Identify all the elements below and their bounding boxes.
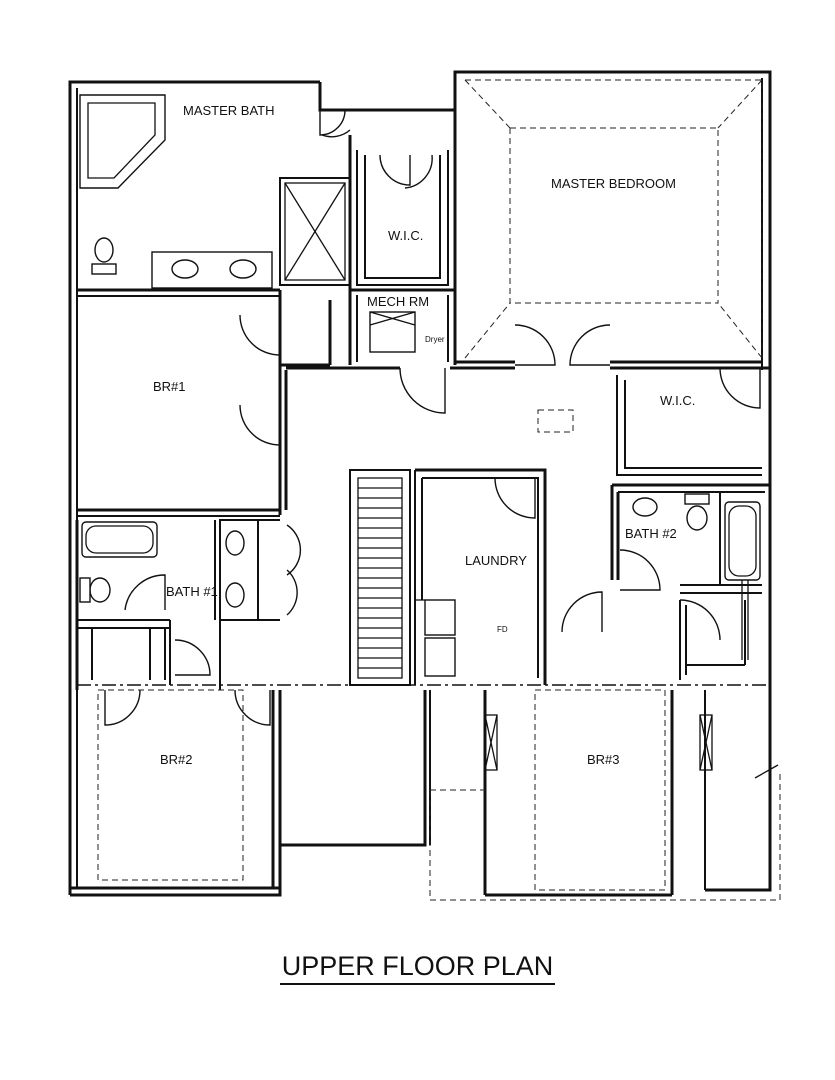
interior-walls <box>75 110 779 890</box>
dashed-lines <box>97 79 781 901</box>
room-label-bath1: BATH #1 <box>166 584 218 599</box>
tag-fd: FD <box>497 625 508 634</box>
doors <box>104 109 761 726</box>
room-label-wic-2: W.I.C. <box>660 393 695 408</box>
room-label-master-bath: MASTER BATH <box>183 103 275 118</box>
room-label-mech-rm: MECH RM <box>367 294 429 309</box>
room-label-br3: BR#3 <box>587 752 620 767</box>
room-label-laundry: LAUNDRY <box>465 553 527 568</box>
room-label-br1: BR#1 <box>153 379 186 394</box>
room-label-wic-1: W.I.C. <box>388 228 423 243</box>
plan-title: UPPER FLOOR PLAN <box>0 950 835 985</box>
fixtures <box>79 94 761 660</box>
room-label-br2: BR#2 <box>160 752 193 767</box>
room-label-master-bedroom: MASTER BEDROOM <box>551 176 676 191</box>
plan-title-text: UPPER FLOOR PLAN <box>279 950 556 985</box>
tag-dryer: Dryer <box>425 335 445 344</box>
room-label-bath2: BATH #2 <box>625 526 677 541</box>
stair-treads <box>358 487 402 669</box>
